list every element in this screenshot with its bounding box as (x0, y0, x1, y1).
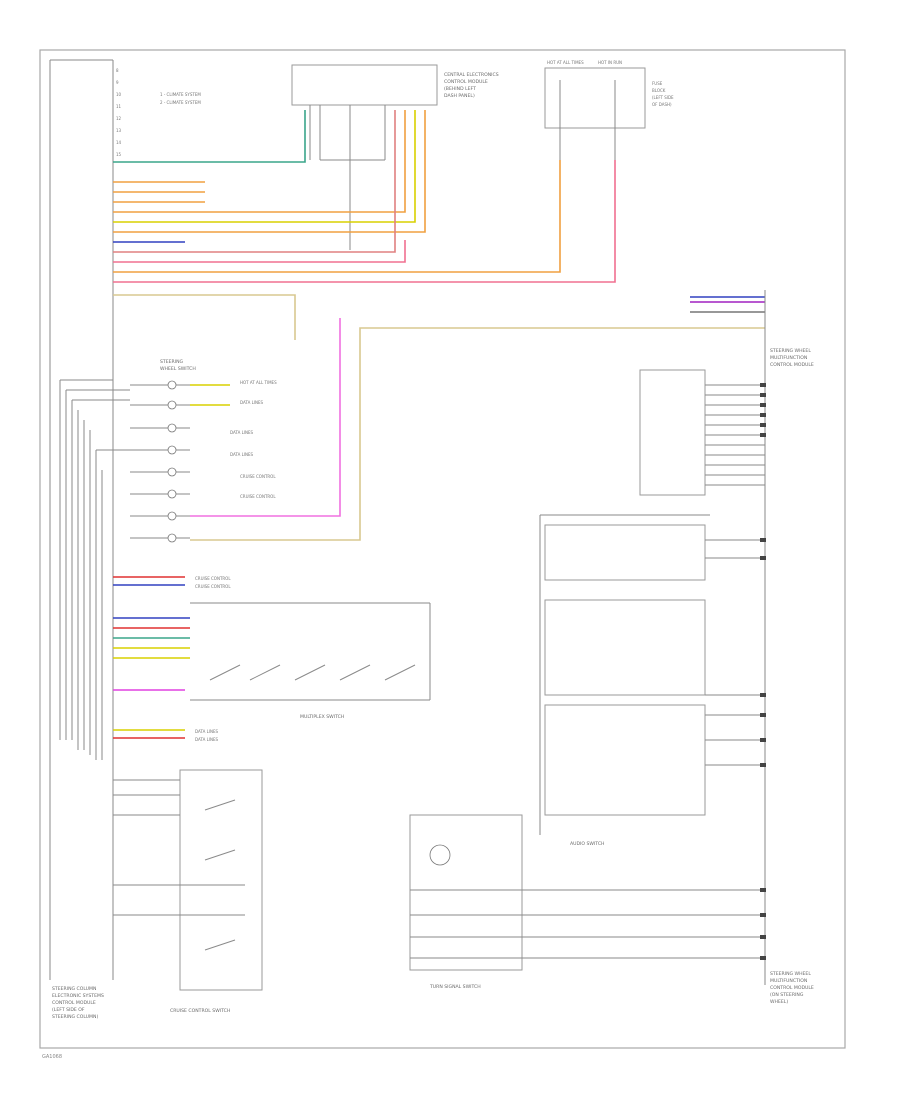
svg-text:ELECTRONIC SYSTEMS: ELECTRONIC SYSTEMS (52, 993, 104, 999)
svg-text:MULTIFUNCTION: MULTIFUNCTION (770, 978, 807, 984)
cruise-control-switch: CRUISE CONTROL SWITCH (113, 769, 263, 1014)
svg-text:STEERING COLUMN: STEERING COLUMN (52, 986, 96, 992)
svg-text:DASH PANEL): DASH PANEL) (444, 93, 475, 99)
right-switch-blocks: AUDIO SWITCH (539, 514, 765, 847)
fuse-block: HOT AT ALL TIMES HOT IN RUN FUSE BLOCK (… (544, 60, 674, 280)
svg-text:WHEEL): WHEEL) (770, 999, 788, 1005)
svg-text:12: 12 (116, 116, 122, 121)
svg-text:STEERING WHEEL: STEERING WHEEL (770, 348, 811, 354)
diagram-frame (39, 49, 846, 1049)
svg-text:(ON STEERING: (ON STEERING (770, 992, 804, 998)
svg-text:CRUISE CONTROL: CRUISE CONTROL (195, 576, 231, 581)
right-top-wires (190, 290, 766, 985)
top-wire-bundle (113, 110, 616, 340)
multiplex-switch: MULTIPLEX SWITCH (190, 602, 431, 720)
svg-text:DATA LINES: DATA LINES (195, 729, 219, 734)
multifunction-switch-column: STEERING WHEEL SWITCH HOT AT ALL TIMES D… (130, 359, 277, 543)
svg-text:(LEFT SIDE OF: (LEFT SIDE OF (52, 1007, 85, 1013)
svg-text:15: 15 (116, 152, 122, 157)
svg-text:DATA LINES: DATA LINES (230, 430, 254, 435)
svg-text:CONTROL MODULE: CONTROL MODULE (52, 1000, 96, 1006)
svg-text:WHEEL SWITCH: WHEEL SWITCH (160, 366, 196, 372)
svg-text:(LEFT SIDE: (LEFT SIDE (652, 95, 674, 100)
svg-text:CRUISE CONTROL: CRUISE CONTROL (195, 584, 231, 589)
svg-text:13: 13 (116, 128, 122, 133)
svg-text:10: 10 (116, 92, 122, 97)
svg-text:DATA LINES: DATA LINES (240, 400, 264, 405)
right-module-pins (705, 384, 765, 486)
svg-text:AUDIO SWITCH: AUDIO SWITCH (570, 841, 604, 847)
svg-text:CENTRAL ELECTRONICS: CENTRAL ELECTRONICS (444, 72, 499, 78)
svg-text:11: 11 (116, 104, 122, 109)
figure-id: GA1068 (42, 1054, 62, 1060)
svg-text:1 - CLIMATE SYSTEM: 1 - CLIMATE SYSTEM (160, 92, 201, 97)
svg-text:OF DASH): OF DASH) (652, 102, 672, 107)
svg-text:STEERING COLUMN): STEERING COLUMN) (52, 1014, 98, 1020)
svg-text:MULTIFUNCTION: MULTIFUNCTION (770, 355, 807, 361)
mid-left-wire-pairs: CRUISE CONTROL CRUISE CONTROL DATA LINES… (113, 576, 231, 742)
svg-text:STEERING: STEERING (160, 359, 184, 365)
right-edge-connectors (760, 383, 766, 960)
svg-text:CONTROL MODULE: CONTROL MODULE (770, 362, 814, 368)
svg-text:DATA LINES: DATA LINES (230, 452, 254, 457)
svg-text:CONTROL MODULE: CONTROL MODULE (444, 79, 488, 85)
svg-text:DATA LINES: DATA LINES (195, 737, 219, 742)
svg-text:9: 9 (116, 80, 119, 85)
svg-text:CRUISE CONTROL: CRUISE CONTROL (240, 474, 276, 479)
svg-text:2 - CLIMATE SYSTEM: 2 - CLIMATE SYSTEM (160, 100, 201, 105)
svg-text:CONTROL MODULE: CONTROL MODULE (770, 985, 814, 991)
svg-text:8: 8 (116, 68, 119, 73)
svg-text:(BEHIND LEFT: (BEHIND LEFT (444, 86, 476, 92)
svg-text:HOT AT ALL TIMES: HOT AT ALL TIMES (240, 380, 277, 385)
svg-text:CRUISE CONTROL: CRUISE CONTROL (240, 494, 276, 499)
svg-text:BLOCK: BLOCK (652, 88, 666, 93)
right-module: STEERING WHEEL MULTIFUNCTION CONTROL MOD… (639, 348, 814, 1005)
svg-text:STEERING WHEEL: STEERING WHEEL (770, 971, 811, 977)
svg-text:FUSE: FUSE (652, 81, 663, 86)
turn-signal-switch: TURN SIGNAL SWITCH (409, 814, 765, 990)
svg-text:HOT AT ALL TIMES: HOT AT ALL TIMES (547, 60, 584, 65)
svg-text:CRUISE CONTROL SWITCH: CRUISE CONTROL SWITCH (170, 1008, 230, 1014)
svg-text:TURN SIGNAL SWITCH: TURN SIGNAL SWITCH (429, 984, 481, 990)
svg-text:HOT IN RUN: HOT IN RUN (598, 60, 622, 65)
left-pin-labels: 8 9 10 11 12 13 14 15 (116, 68, 122, 157)
svg-text:MULTIPLEX SWITCH: MULTIPLEX SWITCH (300, 714, 344, 720)
left-module: STEERING COLUMN ELECTRONIC SYSTEMS CONTR… (49, 59, 130, 1020)
top-module: CENTRAL ELECTRONICS CONTROL MODULE (BEHI… (160, 64, 499, 250)
svg-text:14: 14 (116, 140, 122, 145)
